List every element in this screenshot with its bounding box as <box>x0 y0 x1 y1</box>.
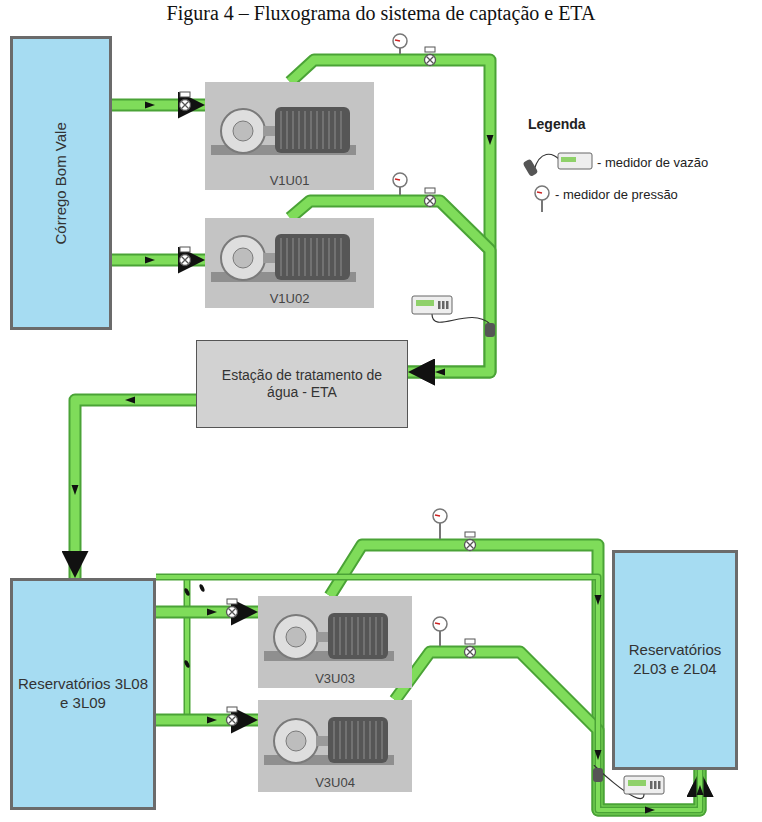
valve-symbol <box>180 92 191 111</box>
flow-arrow <box>435 369 445 376</box>
pipe-fill <box>112 101 205 110</box>
flow-arrow <box>207 609 217 616</box>
pipe-outline <box>75 400 196 578</box>
pipe-fill <box>156 608 258 617</box>
legend-entry: - medidor de pressão <box>555 185 678 203</box>
flow-arrow <box>595 595 602 605</box>
flow-arrow <box>125 397 135 404</box>
flow-arrow <box>697 785 704 795</box>
flow-arrow <box>595 750 602 760</box>
legend-heading: Legenda <box>528 116 586 132</box>
check-valve <box>183 660 190 669</box>
flow-meter <box>412 296 495 337</box>
node-label: Córrego Bom Vale <box>48 118 75 248</box>
reservoir-tank: Reservatórios 3L08 e 3L09 <box>10 578 156 810</box>
valve-symbol <box>227 707 238 726</box>
check-valve <box>183 588 190 597</box>
valve-symbol <box>227 599 238 618</box>
check-valve <box>198 584 205 593</box>
pressure-gauge <box>433 509 447 539</box>
reservoir-tank: Reservatórios 2L03 e 2L04 <box>612 550 738 770</box>
legend-icons <box>523 153 592 212</box>
pressure-gauge <box>393 173 407 195</box>
flow-arrow <box>145 257 155 264</box>
pipe-outline <box>156 606 258 619</box>
flow-arrow <box>207 717 217 724</box>
bypass-pipe <box>185 577 189 720</box>
pipe-outline <box>156 714 258 727</box>
pipe-outline <box>112 254 205 267</box>
flow-arrow <box>645 807 655 814</box>
treatment-plant: Estação de tratamento de água - ETA <box>196 340 408 428</box>
flow-arrow <box>145 102 155 109</box>
pump-unit: V3U04 <box>258 700 412 792</box>
pressure-gauge <box>433 617 447 646</box>
legend-text: - medidor de pressão <box>555 187 678 202</box>
unit-label: V3U03 <box>258 671 412 686</box>
unit-label: V1U02 <box>205 291 374 306</box>
valve-symbol <box>465 532 476 551</box>
stream-tank: Córrego Bom Vale <box>10 36 112 330</box>
water-pipe <box>75 400 196 578</box>
legend-entry: - medidor de vazão <box>597 153 708 171</box>
flow-arrow <box>487 135 494 145</box>
valve-symbol <box>465 639 476 658</box>
unit-label: V3U04 <box>258 775 412 790</box>
pump-unit: V1U01 <box>205 82 374 190</box>
pipe-fill <box>75 400 196 578</box>
pump-unit: V1U02 <box>205 218 374 308</box>
pressure-gauge <box>393 34 407 54</box>
pipe-fill <box>156 716 258 725</box>
pipe-outline <box>112 99 205 112</box>
pump-unit: V3U03 <box>258 596 412 688</box>
node-label: Reservatórios 2L03 e 2L04 <box>615 637 735 683</box>
node-label: Reservatórios 3L08 e 3L09 <box>13 671 153 717</box>
valve-symbol <box>180 247 191 266</box>
pipe-fill <box>112 256 205 265</box>
flow-meter <box>593 766 664 799</box>
unit-label: V1U01 <box>205 173 374 188</box>
valve-symbol <box>425 47 436 66</box>
figure-title: Figura 4 – Fluxograma do sistema de capt… <box>0 2 762 25</box>
valve-symbol <box>425 188 436 207</box>
bypass-pipe <box>184 577 191 720</box>
legend-text: - medidor de vazão <box>597 155 708 170</box>
flow-arrow <box>72 485 79 495</box>
node-label: Estação de tratamento de água - ETA <box>197 363 407 406</box>
